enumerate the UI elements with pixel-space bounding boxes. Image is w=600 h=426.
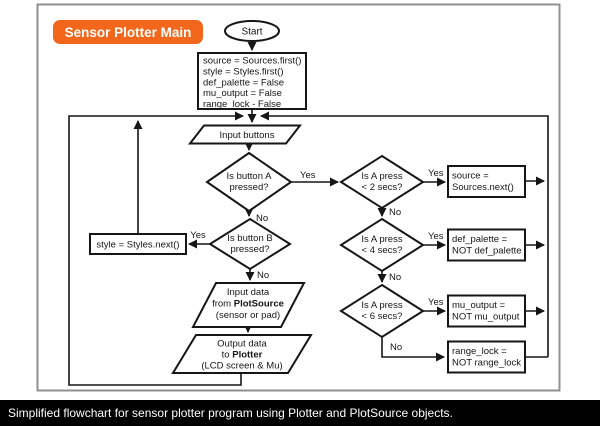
style-next-box-rect xyxy=(89,233,187,255)
init-line-1: source = Sources.first() xyxy=(203,56,301,67)
input-data-line2: from PlotSource xyxy=(212,299,284,310)
mu-output-line1: mu_output = xyxy=(452,300,506,311)
output-data-line3: (LCD screen & Mu) xyxy=(201,361,282,372)
diamond-button-a: Is button A pressed? xyxy=(205,151,293,213)
yes-label: Yes xyxy=(428,168,444,179)
diamond-button-a-line1: Is button A xyxy=(227,171,273,182)
init-line-5: range_lock - False xyxy=(203,99,281,110)
input-buttons-label: Input buttons xyxy=(220,130,275,141)
source-next-line2: Sources.next() xyxy=(452,182,514,193)
def-palette-box-rect xyxy=(447,228,526,262)
mu-output-box-rect xyxy=(447,294,526,328)
range-lock-line1: range_lock = xyxy=(452,346,507,357)
diamond-press-4-shape xyxy=(339,217,425,273)
source-next-box: source = Sources.next() xyxy=(447,165,526,198)
diamond-button-a-line2: pressed? xyxy=(229,182,268,193)
no-label: No xyxy=(389,272,401,283)
diamond-press-2-line1: Is A press xyxy=(361,171,402,182)
diamond-press-6-line2: < 6 secs? xyxy=(362,311,403,322)
edge-left-return-loop xyxy=(68,111,244,386)
no-label: No xyxy=(390,342,402,353)
diamond-button-b-shape xyxy=(208,217,292,271)
mu-output-box: mu_output = NOT mu_output xyxy=(447,294,526,328)
init-box-rect xyxy=(197,52,307,110)
init-line-4: mu_output = False xyxy=(203,88,282,99)
caption-text: Simplified flowchart for sensor plotter … xyxy=(8,406,453,420)
input-buttons-node: Input buttons xyxy=(187,124,303,145)
yes-label: Yes xyxy=(190,230,206,241)
init-line-2: style = Styles.first() xyxy=(203,66,284,77)
init-box: source = Sources.first() style = Styles.… xyxy=(197,52,307,110)
output-data-line1: Output data xyxy=(217,339,267,350)
edge-press6-no xyxy=(381,337,445,362)
range-lock-box-rect xyxy=(447,340,526,374)
no-label: No xyxy=(256,213,268,224)
diamond-press-2-line2: < 2 secs? xyxy=(362,182,403,193)
start-node: Start xyxy=(224,20,280,42)
diamond-press-4-line2: < 4 secs? xyxy=(362,245,403,256)
output-data-node: Output data to Plotter (LCD screen & Mu) xyxy=(171,334,313,374)
diamond-button-b: Is button B pressed? xyxy=(208,217,292,271)
diamond-press-4-line1: Is A press xyxy=(361,234,402,245)
caption-bar: Simplified flowchart for sensor plotter … xyxy=(0,400,600,426)
output-data-line2: to Plotter xyxy=(222,350,263,361)
style-next-box: style = Styles.next() xyxy=(89,233,187,255)
input-data-node: Input data from PlotSource (sensor or pa… xyxy=(191,282,306,328)
source-next-box-rect xyxy=(447,165,526,198)
diamond-button-a-shape xyxy=(205,151,293,213)
yes-label: Yes xyxy=(300,170,316,181)
title-badge-background xyxy=(53,20,203,44)
diamond-press-2-shape xyxy=(339,154,425,210)
range-lock-box: range_lock = NOT range_lock xyxy=(447,340,526,374)
yes-label: Yes xyxy=(428,231,444,242)
mu-output-line2: NOT mu_output xyxy=(452,312,520,323)
def-palette-line2: NOT def_palette xyxy=(452,246,522,257)
start-oval xyxy=(224,20,280,42)
edge-right-return-loop xyxy=(260,111,549,357)
flowchart-canvas: Sensor Plotter Main xyxy=(36,3,561,392)
output-data-parallelogram xyxy=(171,334,313,374)
no-label: No xyxy=(389,207,401,218)
input-buttons-parallelogram xyxy=(187,124,303,145)
title-badge: Sensor Plotter Main xyxy=(53,20,203,44)
def-palette-box: def_palette = NOT def_palette xyxy=(447,228,526,262)
def-palette-line1: def_palette = xyxy=(452,234,508,245)
diamond-press-6: Is A press < 6 secs? xyxy=(339,283,425,339)
yes-label: Yes xyxy=(428,297,444,308)
input-data-line1: Input data xyxy=(227,287,270,298)
init-line-3: def_palette = False xyxy=(203,77,284,88)
range-lock-line2: NOT range_lock xyxy=(452,358,521,369)
diamond-press-4: Is A press < 4 secs? xyxy=(339,217,425,273)
title-badge-label: Sensor Plotter Main xyxy=(65,25,192,40)
no-label: No xyxy=(257,270,269,281)
diamond-press-6-line1: Is A press xyxy=(361,300,402,311)
style-next-label: style = Styles.next() xyxy=(96,240,179,251)
diamond-button-b-line1: Is button B xyxy=(227,233,272,244)
start-label: Start xyxy=(241,27,262,38)
diamond-press-2: Is A press < 2 secs? xyxy=(339,154,425,210)
diamond-button-b-line2: pressed? xyxy=(230,244,269,255)
diamond-press-6-shape xyxy=(339,283,425,339)
figure-stage: Sensor Plotter Main xyxy=(36,3,561,392)
input-data-parallelogram xyxy=(191,282,306,328)
source-next-line1: source = xyxy=(452,171,489,182)
input-data-line3: (sensor or pad) xyxy=(216,310,280,321)
